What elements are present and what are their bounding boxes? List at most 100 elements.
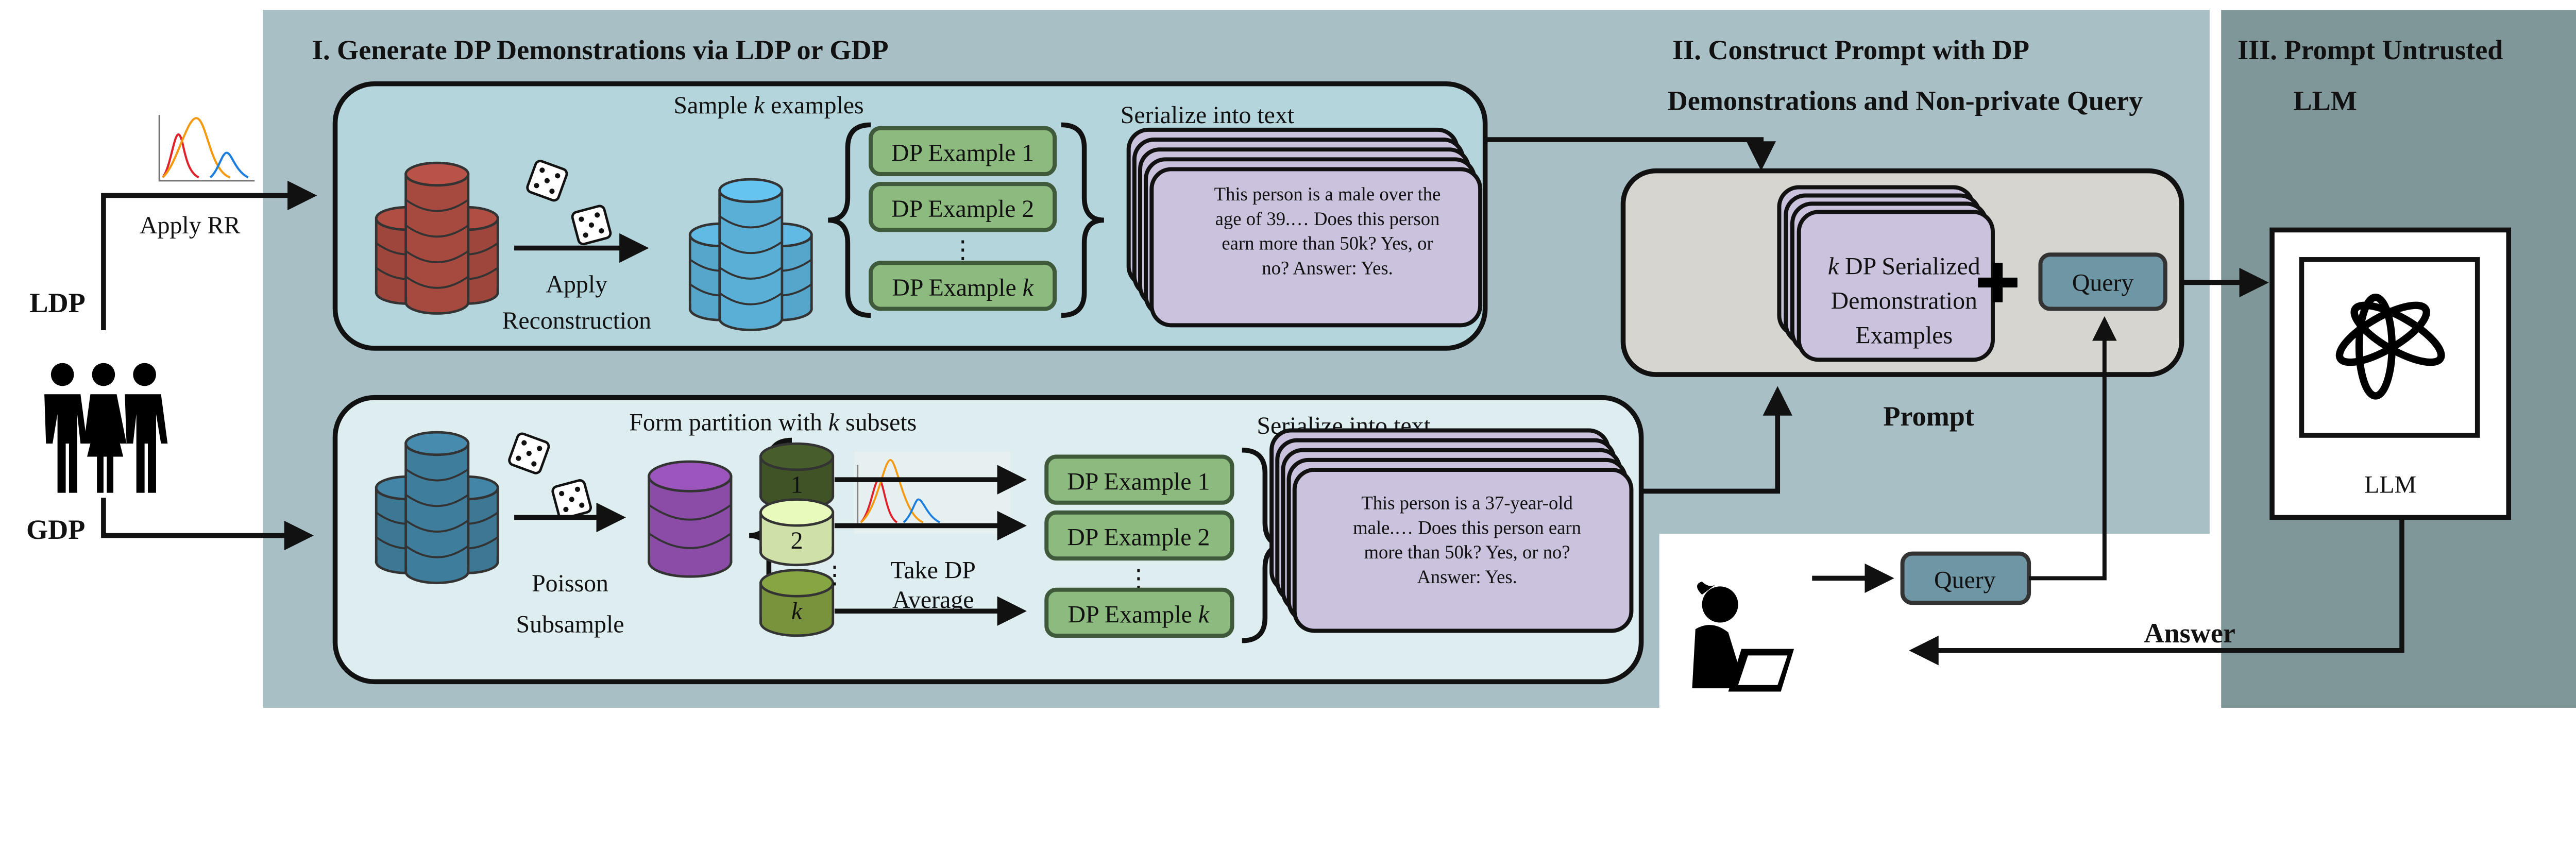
- svg-text:DP Example k: DP Example k: [1068, 601, 1210, 628]
- dice-icon: [508, 432, 592, 520]
- ldp-dp-example-2: DP Example 2: [869, 182, 1057, 232]
- gdp-card-text-4: Answer: Yes.: [1417, 566, 1517, 587]
- svg-text:DP Example 1: DP Example 1: [1067, 468, 1210, 495]
- title-construct-line2: Demonstrations and Non-private Query: [1668, 86, 2143, 116]
- serialized-card: [1149, 167, 1483, 328]
- gdp-card-text-2: male.… Does this person earn: [1353, 517, 1581, 538]
- die-pip: [549, 189, 555, 194]
- subset-label: 1: [791, 471, 803, 499]
- cylinder: [718, 178, 784, 331]
- query-to-prompt-arrow: [2029, 316, 2117, 581]
- cylinder-top: [759, 498, 835, 527]
- die-pip: [583, 232, 588, 238]
- answer-arrow: [1909, 517, 2404, 666]
- ldp-card-text-1: This person is a male over the: [1214, 183, 1441, 205]
- die-pip: [531, 461, 537, 467]
- reconstructed-database-stack-icon: [688, 178, 813, 331]
- ldp-to-prompt-arrow: [1485, 137, 1776, 171]
- dp-average-chart-icon: [854, 451, 1011, 534]
- gdp-ellipsis: ⋮: [1126, 565, 1151, 592]
- prompt-label: Prompt: [1883, 401, 1974, 432]
- die-pip: [544, 178, 550, 183]
- die-pip: [595, 212, 600, 218]
- plus-icon: [1978, 263, 2018, 302]
- die-pip: [526, 450, 532, 456]
- cylinder-top: [404, 161, 470, 187]
- die-pip: [579, 502, 585, 508]
- gdp-dp-example-2: DP Example 2: [1044, 510, 1234, 561]
- ldp-ellipsis: ⋮: [951, 236, 975, 264]
- people-icon: [44, 363, 168, 493]
- right-brace: [1061, 122, 1105, 318]
- cylinder: [404, 431, 470, 584]
- die-pip: [569, 497, 574, 502]
- die-pip: [579, 216, 584, 222]
- title-generate: I. Generate DP Demonstrations via LDP or…: [312, 35, 889, 65]
- cylinder-ring: [719, 266, 783, 280]
- cylinder-ring: [405, 494, 469, 507]
- cylinder: [648, 460, 733, 578]
- poisson-label-line1: Poisson: [532, 570, 608, 597]
- sample-k-examples-label: Sample k examples: [673, 92, 863, 119]
- die-pip: [539, 167, 545, 173]
- take-dp-average-line1: Take DP: [891, 556, 976, 584]
- apply-reconstruction-label-line1: Apply: [546, 271, 607, 298]
- prompt-query-box: Query: [2038, 252, 2167, 311]
- cylinder-ring: [405, 519, 469, 533]
- die-pip: [599, 228, 604, 234]
- ldp-serialize-label: Serialize into text: [1121, 101, 1295, 129]
- die-pip: [574, 486, 581, 492]
- rr-distribution-chart-icon: [136, 111, 260, 188]
- die-pip: [588, 222, 595, 228]
- cylinder-ring: [648, 504, 732, 521]
- cylinder-ring: [405, 199, 469, 212]
- demo-text-line2: Demonstration: [1831, 287, 1977, 314]
- cylinder-fill: [407, 443, 467, 572]
- user-query-box: Query: [1900, 551, 2031, 605]
- ldp-card-text-2: age of 39.… Does this person: [1215, 208, 1440, 229]
- subset-label: k: [791, 598, 803, 625]
- gdp-label: GDP: [26, 514, 85, 545]
- title-llm-line2: LLM: [2294, 86, 2357, 116]
- ldp-card-text-4: no? Answer: Yes.: [1262, 258, 1393, 279]
- answer-label: Answer: [2144, 618, 2235, 649]
- dp-icl-pipeline-diagram: I. Generate DP Demonstrations via LDP or…: [26, 10, 2576, 708]
- cylinder-ring: [405, 468, 469, 482]
- svg-text:DP Example 2: DP Example 2: [891, 195, 1034, 223]
- cylinder: [759, 569, 835, 637]
- ldp-serialized-cards: [1126, 127, 1483, 328]
- cylinder-fill: [407, 174, 467, 302]
- die: [571, 205, 612, 246]
- dice-icon: [526, 160, 612, 246]
- svg-text:DP Example 1: DP Example 1: [891, 139, 1034, 166]
- gdp-card-text-3: more than 50k? Yes, or no?: [1364, 541, 1570, 563]
- gdp-card-text-1: This person is a 37-year-old: [1361, 492, 1573, 514]
- raw-database-stack-icon: [375, 161, 499, 315]
- demo-text-line3: Examples: [1855, 321, 1953, 349]
- cylinder-ring: [719, 292, 783, 305]
- die-pip: [534, 183, 539, 189]
- svg-text:DP Example k: DP Example k: [892, 274, 1033, 301]
- llm-label: LLM: [2364, 471, 2416, 499]
- form-partition-label: Form partition with k subsets: [629, 409, 917, 436]
- gdp-dp-example-k: DP Example k: [1044, 587, 1234, 638]
- left-brace: [827, 122, 871, 318]
- apply-reconstruction-label-line2: Reconstruction: [502, 307, 651, 334]
- cylinder: [759, 498, 835, 567]
- apply-rr-label: Apply RR: [140, 212, 240, 239]
- die-pip: [563, 506, 569, 513]
- subset-label: 2: [791, 527, 803, 554]
- subsampled-database-icon: [648, 460, 733, 578]
- take-dp-average-line2: Average: [892, 586, 974, 614]
- title-llm-line1: III. Prompt Untrusted: [2238, 35, 2503, 65]
- gdp-serialized-cards: [1269, 428, 1634, 633]
- cylinder-ring: [405, 224, 469, 238]
- cylinder-ring: [405, 276, 469, 289]
- die: [508, 432, 550, 474]
- cylinder-ring: [405, 250, 469, 263]
- cylinder-top: [718, 178, 784, 203]
- cylinder-top: [404, 431, 470, 456]
- serialized-card: [1292, 468, 1634, 633]
- cylinder-top: [759, 569, 835, 598]
- svg-text:Query: Query: [2072, 269, 2134, 296]
